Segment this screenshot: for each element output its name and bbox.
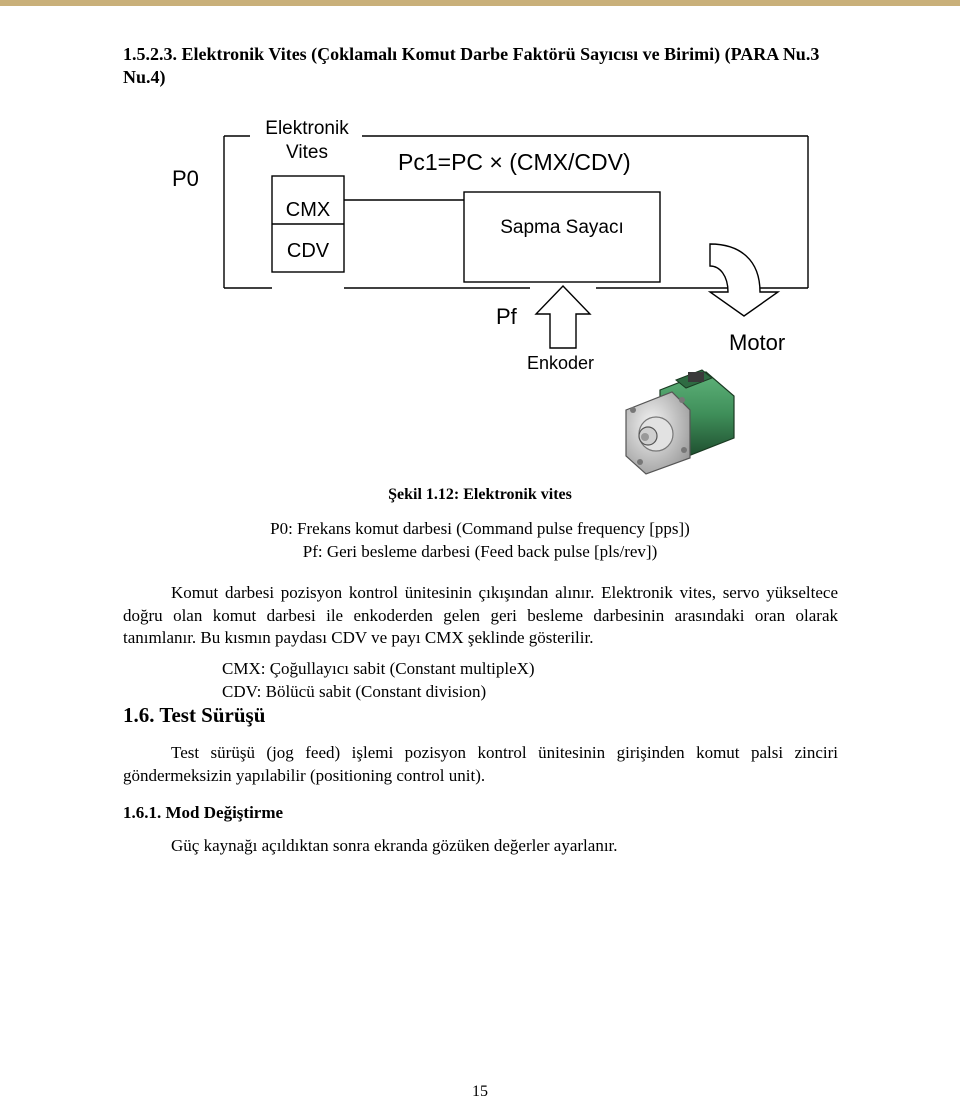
label-cmx: CMX xyxy=(286,199,330,221)
label-enkoder: Enkoder xyxy=(527,353,594,373)
label-formula: Pc1=PC × (CMX/CDV) xyxy=(398,149,631,175)
paragraph-test-surusu-text: Test sürüşü (jog feed) işlemi pozisyon k… xyxy=(123,743,838,785)
paragraph-electronic-gear: Komut darbesi pozisyon kontrol ünitesini… xyxy=(123,582,838,650)
definition-cmx: CMX: Çoğullayıcı sabit (Constant multipl… xyxy=(222,659,535,678)
heading-mod-degistirme: 1.6.1. Mod Değiştirme xyxy=(123,803,284,822)
paragraph-electronic-gear-text: Komut darbesi pozisyon kontrol ünitesini… xyxy=(123,583,838,647)
servo-motor-image xyxy=(625,369,735,475)
label-cdv: CDV xyxy=(287,240,330,262)
page-top-bar xyxy=(0,0,960,6)
label-vites: Vites xyxy=(286,142,328,163)
label-motor: Motor xyxy=(729,330,785,355)
heading-test-surusu: 1.6. Test Sürüşü xyxy=(123,703,266,727)
page-number: 15 xyxy=(472,1083,488,1100)
electronic-gear-diagram: Elektronik Vites P0 Pc1=PC × (CMX/CDV) C… xyxy=(172,118,809,475)
label-elektronik: Elektronik xyxy=(265,118,349,139)
definition-pf: Pf: Geri besleme darbesi (Feed back puls… xyxy=(302,542,658,561)
sapma-sayaci-block xyxy=(463,191,661,283)
definition-p0: P0: Frekans komut darbesi (Command pulse… xyxy=(270,519,690,538)
definition-cdv: CDV: Bölücü sabit (Constant division) xyxy=(222,682,487,701)
paragraph-mod-degistirme: Güç kaynağı açıldıktan sonra ekranda göz… xyxy=(171,836,618,855)
output-to-motor-arrow xyxy=(707,243,781,317)
feedback-up-arrow xyxy=(534,284,592,349)
section-heading: 1.5.2.3. Elektronik Vites (Çoklamalı Kom… xyxy=(123,44,820,87)
label-pf: Pf xyxy=(496,304,518,329)
label-sapma-sayaci: Sapma Sayacı xyxy=(500,217,624,238)
paragraph-test-surusu: Test sürüşü (jog feed) işlemi pozisyon k… xyxy=(123,742,838,787)
figure-caption: Şekil 1.12: Elektronik vites xyxy=(388,486,572,503)
label-p0: P0 xyxy=(172,166,199,191)
